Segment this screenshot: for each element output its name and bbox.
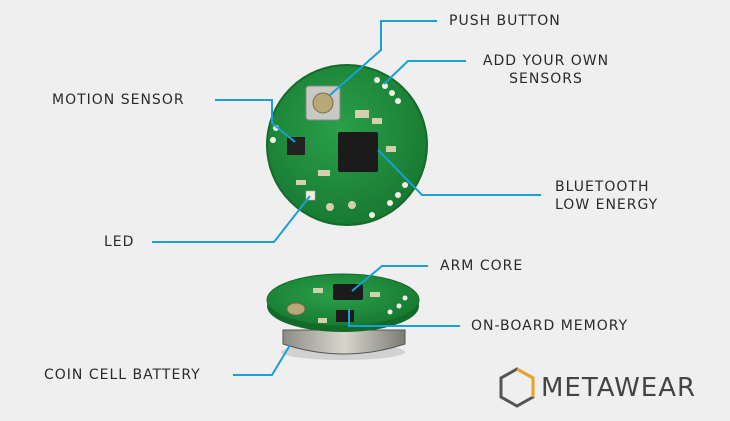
- component: [326, 203, 334, 211]
- sensor-pad: [395, 192, 401, 198]
- led-chip: [305, 190, 316, 201]
- bluetooth-leader: [377, 149, 541, 196]
- push-button-leader: [329, 20, 437, 96]
- component: [386, 146, 396, 152]
- sensor-pad: [395, 98, 401, 104]
- sensor-pad: [389, 90, 395, 96]
- led-label: LED: [104, 234, 135, 250]
- onboard-memory-leader: [348, 309, 460, 327]
- motion-sensor-label: MOTION SENSOR: [52, 92, 185, 108]
- component: [318, 170, 330, 176]
- coin-cell-leader: [233, 344, 291, 376]
- sensor-pad: [387, 309, 393, 315]
- memory-chip: [336, 310, 354, 322]
- top-board: [266, 64, 428, 226]
- motion-sensor-chip: [287, 137, 305, 155]
- bottom-push-button: [286, 302, 306, 316]
- motion-sensor-leader: [215, 99, 296, 143]
- component: [318, 318, 327, 323]
- brand-name: METAWEAR: [541, 373, 697, 403]
- arm-core-label: ARM CORE: [440, 258, 524, 274]
- metawear-brand: METAWEAR: [497, 366, 717, 410]
- coin-cell-battery: [282, 329, 406, 355]
- hexagon-logo-icon: [499, 367, 535, 408]
- bottom-board: [266, 273, 420, 360]
- sensor-pad: [374, 77, 380, 83]
- sensor-pad: [402, 295, 408, 301]
- coin-cell-battery-label: COIN CELL BATTERY: [44, 367, 201, 383]
- add-sensors-label-line2: SENSORS: [509, 71, 583, 87]
- add-sensors-label-line1: ADD YOUR OWN: [482, 53, 610, 69]
- bluetooth-label: BLUETOOTH LOW ENERGY: [555, 178, 658, 214]
- push-button-cap: [312, 92, 334, 114]
- component: [348, 201, 356, 209]
- push-button-label: PUSH BUTTON: [449, 13, 561, 29]
- arm-core-leader: [351, 265, 428, 292]
- sensor-pad: [402, 182, 408, 188]
- add-sensors-leader: [383, 60, 466, 85]
- component: [370, 292, 380, 297]
- bluetooth-chip: [338, 132, 378, 172]
- component: [355, 110, 369, 118]
- bluetooth-label-line2: LOW ENERGY: [555, 197, 659, 213]
- sensor-pad: [369, 212, 375, 218]
- sensor-pad: [382, 83, 388, 89]
- sensor-pad: [396, 303, 402, 309]
- component: [296, 180, 306, 185]
- led-leader: [152, 195, 311, 243]
- add-sensors-label: ADD YOUR OWN SENSORS: [476, 52, 616, 88]
- sensor-pad: [270, 137, 276, 143]
- bluetooth-label-line1: BLUETOOTH: [555, 179, 650, 195]
- sensor-pad: [387, 200, 393, 206]
- component: [372, 118, 382, 124]
- component: [313, 288, 323, 293]
- onboard-memory-label: ON-BOARD MEMORY: [471, 318, 629, 334]
